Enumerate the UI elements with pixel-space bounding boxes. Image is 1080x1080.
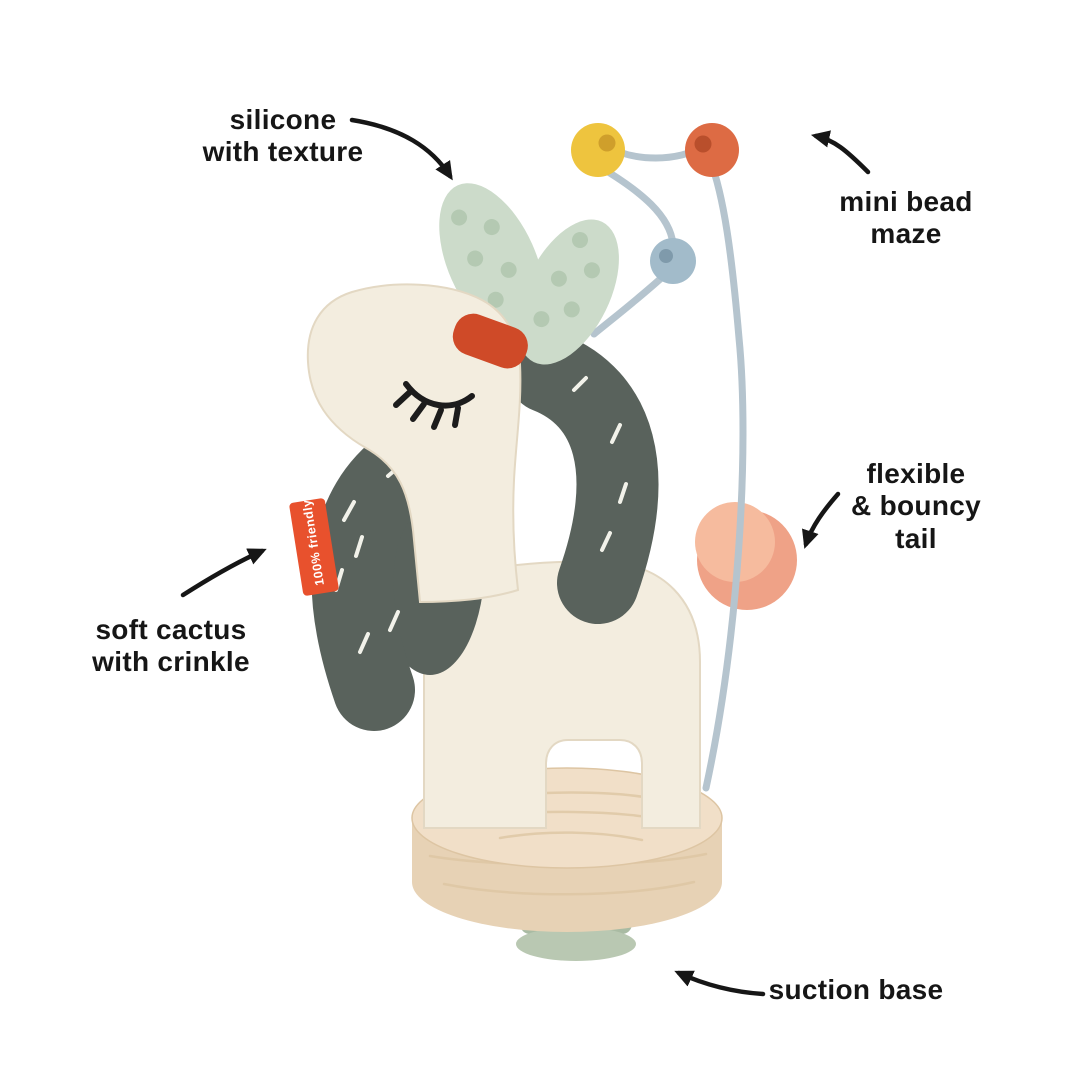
stitch-mark <box>618 482 628 504</box>
arrow-silicone-ears <box>349 117 453 181</box>
stitch-mark <box>354 535 364 558</box>
tail <box>695 502 797 610</box>
silicone-ear-right <box>517 219 619 365</box>
tag-ribbon <box>289 498 339 596</box>
annotation-mini-bead-maze: mini bead maze <box>839 186 973 250</box>
arrow-suction-base <box>674 970 766 997</box>
orange-bead <box>685 123 739 177</box>
yellow-bead <box>571 123 625 177</box>
blue-bead <box>650 238 696 284</box>
friendly-tag: 100% friendly <box>289 498 339 596</box>
arrow-cactus <box>180 548 267 598</box>
stitch-mark <box>342 500 356 522</box>
annotation-soft-cactus: soft cactus with crinkle <box>92 614 250 678</box>
wood-grain-line <box>498 831 644 842</box>
texture-bump <box>467 250 484 267</box>
texture-bump <box>550 270 567 287</box>
suction-pad <box>516 927 636 961</box>
texture-bump <box>487 291 504 308</box>
texture-bump <box>451 209 468 226</box>
texture-bump <box>572 232 589 249</box>
cactus-arm-right <box>507 331 659 624</box>
bead-hole <box>598 134 616 152</box>
bead-body <box>685 123 739 177</box>
band-shape <box>452 313 528 369</box>
wire-strand <box>596 163 677 248</box>
bead-body <box>650 238 696 284</box>
eyelash <box>410 401 427 422</box>
closed-eye <box>393 381 475 430</box>
eyelash <box>393 389 413 408</box>
bead-body <box>571 123 625 177</box>
texture-bump <box>500 261 517 278</box>
texture-bump <box>583 262 600 279</box>
annotation-flexible-tail: flexible & bouncy tail <box>851 458 981 554</box>
eyelash <box>452 405 461 428</box>
arrow-tail <box>802 491 841 549</box>
stitch-mark <box>358 632 370 654</box>
annotation-suction-base: suction base <box>768 974 944 1005</box>
llama-head-neck <box>306 283 522 604</box>
stitch-mark <box>600 531 612 552</box>
eyelash <box>431 407 444 430</box>
texture-bump <box>533 311 550 328</box>
texture-bump <box>483 219 500 236</box>
wire-strand <box>702 156 747 792</box>
annotation-arrows <box>180 117 871 997</box>
annotation-silicone-texture: silicone with texture <box>202 104 364 168</box>
arrow-bead-maze <box>810 130 871 175</box>
muzzle-band <box>452 313 528 369</box>
ear-shape <box>517 219 619 365</box>
stitch-mark <box>610 423 622 444</box>
tail-highlight <box>695 502 775 582</box>
stitch-mark <box>572 376 588 392</box>
texture-bump <box>563 301 580 318</box>
stitch-mark <box>388 610 400 632</box>
bead-hole <box>694 135 712 153</box>
bead-hole <box>659 249 673 263</box>
wood-grain-line <box>442 880 696 896</box>
